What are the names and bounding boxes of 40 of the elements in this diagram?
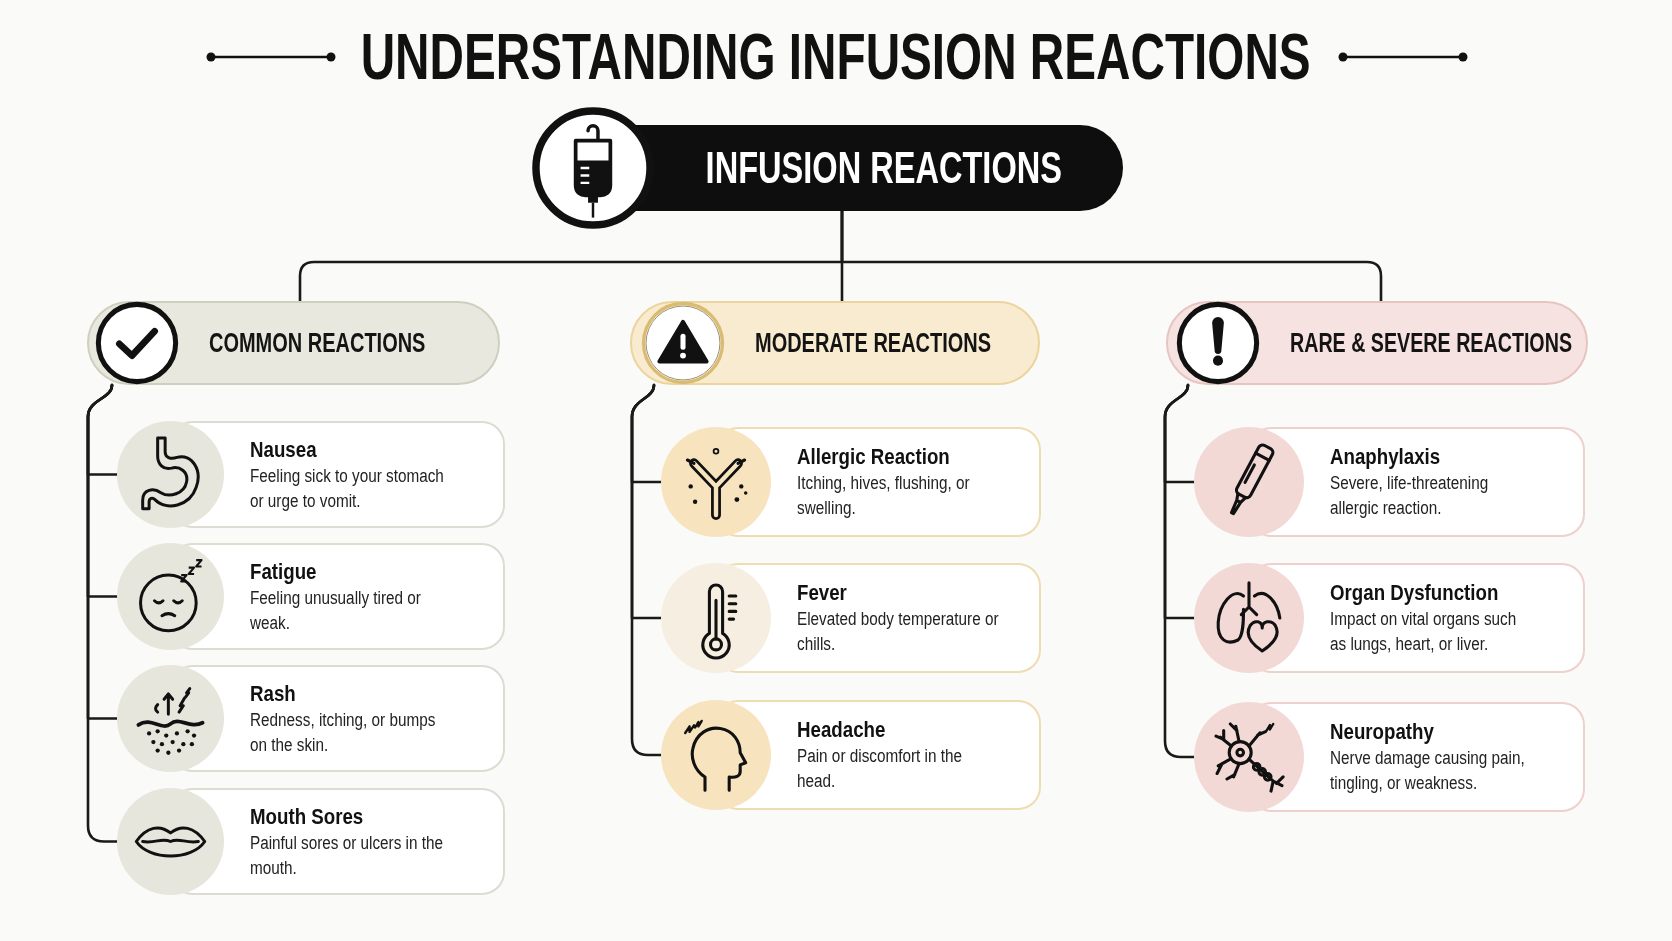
reaction-name: Nausea [250, 435, 317, 464]
reaction-name: Rash [250, 679, 296, 708]
reaction-card [1194, 427, 1585, 537]
reaction-name: Mouth Sores [250, 802, 364, 831]
reaction-description: Feeling sick to your stomach or urge to vomit. [250, 464, 445, 513]
reaction-card [117, 788, 505, 895]
reaction-description: Itching, hives, flushing, or swelling. [797, 472, 971, 520]
reaction-description: Nerve damage causing pain, tingling, or weakness. [1330, 747, 1526, 795]
category-heading: RARE & SEVERE REACTIONS [1290, 327, 1572, 359]
reaction-description: Elevated body temperature or chills. [797, 608, 1000, 656]
connector-line [840, 209, 1383, 303]
connector-line [630, 383, 663, 757]
reaction-card [1194, 563, 1585, 673]
reaction-description: Redness, itching, or bumps on the skin. [250, 708, 437, 757]
reaction-card [117, 421, 505, 528]
reaction-name: Neuropathy [1330, 718, 1434, 746]
reaction-name: Fatigue [250, 557, 317, 586]
reaction-card [117, 665, 505, 772]
category-heading: MODERATE REACTIONS [755, 327, 992, 359]
connector-line [86, 383, 119, 843]
reaction-card [1194, 702, 1585, 812]
reaction-description: Pain or discomfort in the head. [797, 745, 963, 793]
reaction-description: Feeling unusually tired or weak. [250, 586, 422, 635]
reaction-card [661, 427, 1041, 537]
reaction-card [661, 563, 1041, 673]
category-heading: COMMON REACTIONS [209, 327, 426, 359]
reaction-card [117, 543, 505, 650]
reaction-name: Organ Dysfunction [1330, 579, 1499, 607]
reaction-description: Painful sores or ulcers in the mouth. [250, 831, 445, 880]
reaction-card [661, 700, 1041, 810]
reaction-name: Headache [797, 716, 886, 744]
reaction-name: Fever [797, 579, 847, 607]
diagram-title: UNDERSTANDING INFUSION REACTIONS [361, 24, 1311, 90]
reaction-description: Impact on vital organs such as lungs, heart, or liver. [1330, 608, 1518, 656]
reaction-name: Allergic Reaction [797, 443, 950, 471]
connector-line [1163, 383, 1196, 759]
banner-heading: INFUSION REACTIONS [705, 143, 1063, 193]
reaction-description: Severe, life-threatening allergic reaction. [1330, 472, 1490, 520]
reaction-name: Anaphylaxis [1330, 443, 1441, 471]
topic-banner [531, 106, 1123, 230]
